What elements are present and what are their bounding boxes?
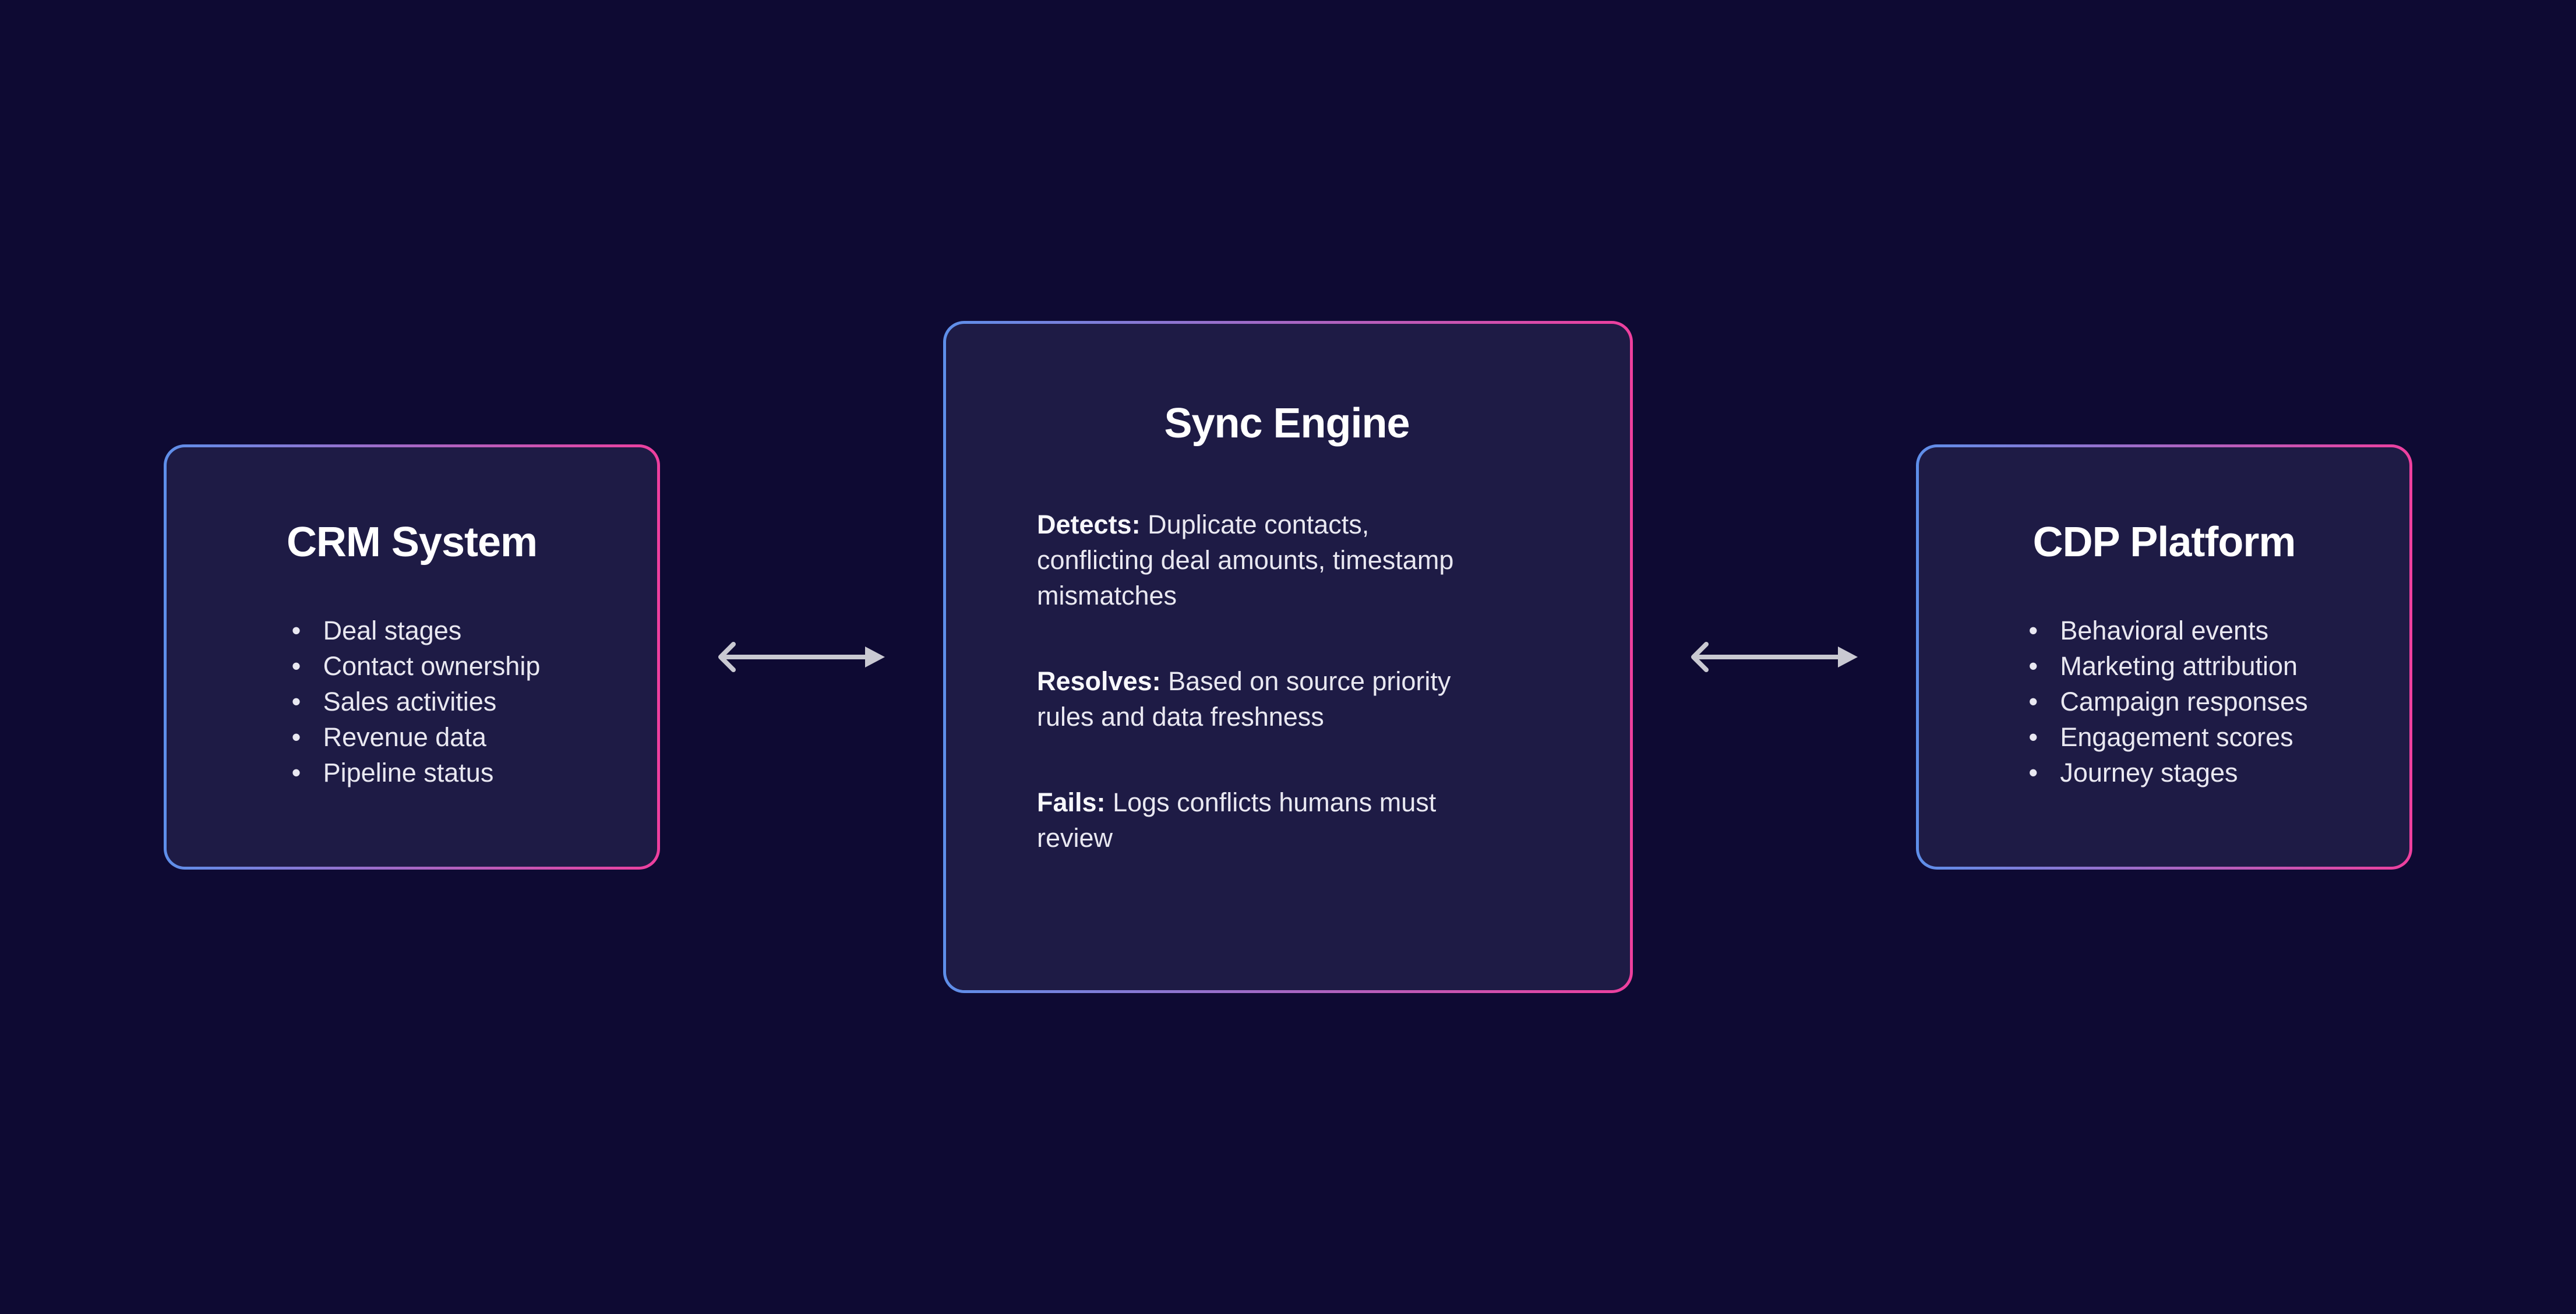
section-label: Resolves: xyxy=(1037,666,1161,696)
crm-system-card: CRM System Deal stages Contact ownership… xyxy=(164,444,660,870)
section-text: Duplicate contacts, conflicting deal amo… xyxy=(1037,510,1454,610)
cdp-card-title: CDP Platform xyxy=(2032,519,2296,566)
list-item: Deal stages xyxy=(284,613,541,648)
crm-card-title: CRM System xyxy=(286,519,538,566)
list-item: Engagement scores xyxy=(2020,719,2307,755)
list-item: Marketing attribution xyxy=(2020,648,2307,684)
list-item: Revenue data xyxy=(284,719,541,755)
crm-sync-connector xyxy=(660,634,943,680)
list-item: Behavioral events xyxy=(2020,613,2307,648)
list-item: Pipeline status xyxy=(284,755,541,790)
bidirectional-arrow-icon xyxy=(1691,642,1858,672)
list-item: Sales activities xyxy=(284,684,541,719)
sync-section-detects: Detects: Duplicate contacts, conflicting… xyxy=(1037,507,1485,613)
sync-cdp-connector xyxy=(1633,634,1916,680)
crm-feature-list: Deal stages Contact ownership Sales acti… xyxy=(284,613,541,790)
cdp-feature-list: Behavioral events Marketing attribution … xyxy=(2020,613,2307,790)
sync-engine-card: Sync Engine Detects: Duplicate contacts,… xyxy=(943,321,1633,993)
section-text: Based on source priority rules and data … xyxy=(1037,666,1451,732)
list-item: Journey stages xyxy=(2020,755,2307,790)
sync-section-resolves: Resolves: Based on source priority rules… xyxy=(1037,663,1485,734)
sync-section-fails: Fails: Logs conflicts humans must review xyxy=(1037,785,1485,856)
sync-card-title: Sync Engine xyxy=(1164,400,1410,447)
section-text: Logs conflicts humans must review xyxy=(1037,787,1437,853)
section-label: Detects: xyxy=(1037,510,1141,539)
list-item: Campaign responses xyxy=(2020,684,2307,719)
list-item: Contact ownership xyxy=(284,648,541,684)
cdp-platform-card: CDP Platform Behavioral events Marketing… xyxy=(1916,444,2412,870)
section-label: Fails: xyxy=(1037,787,1106,817)
bidirectional-arrow-icon xyxy=(718,642,885,672)
